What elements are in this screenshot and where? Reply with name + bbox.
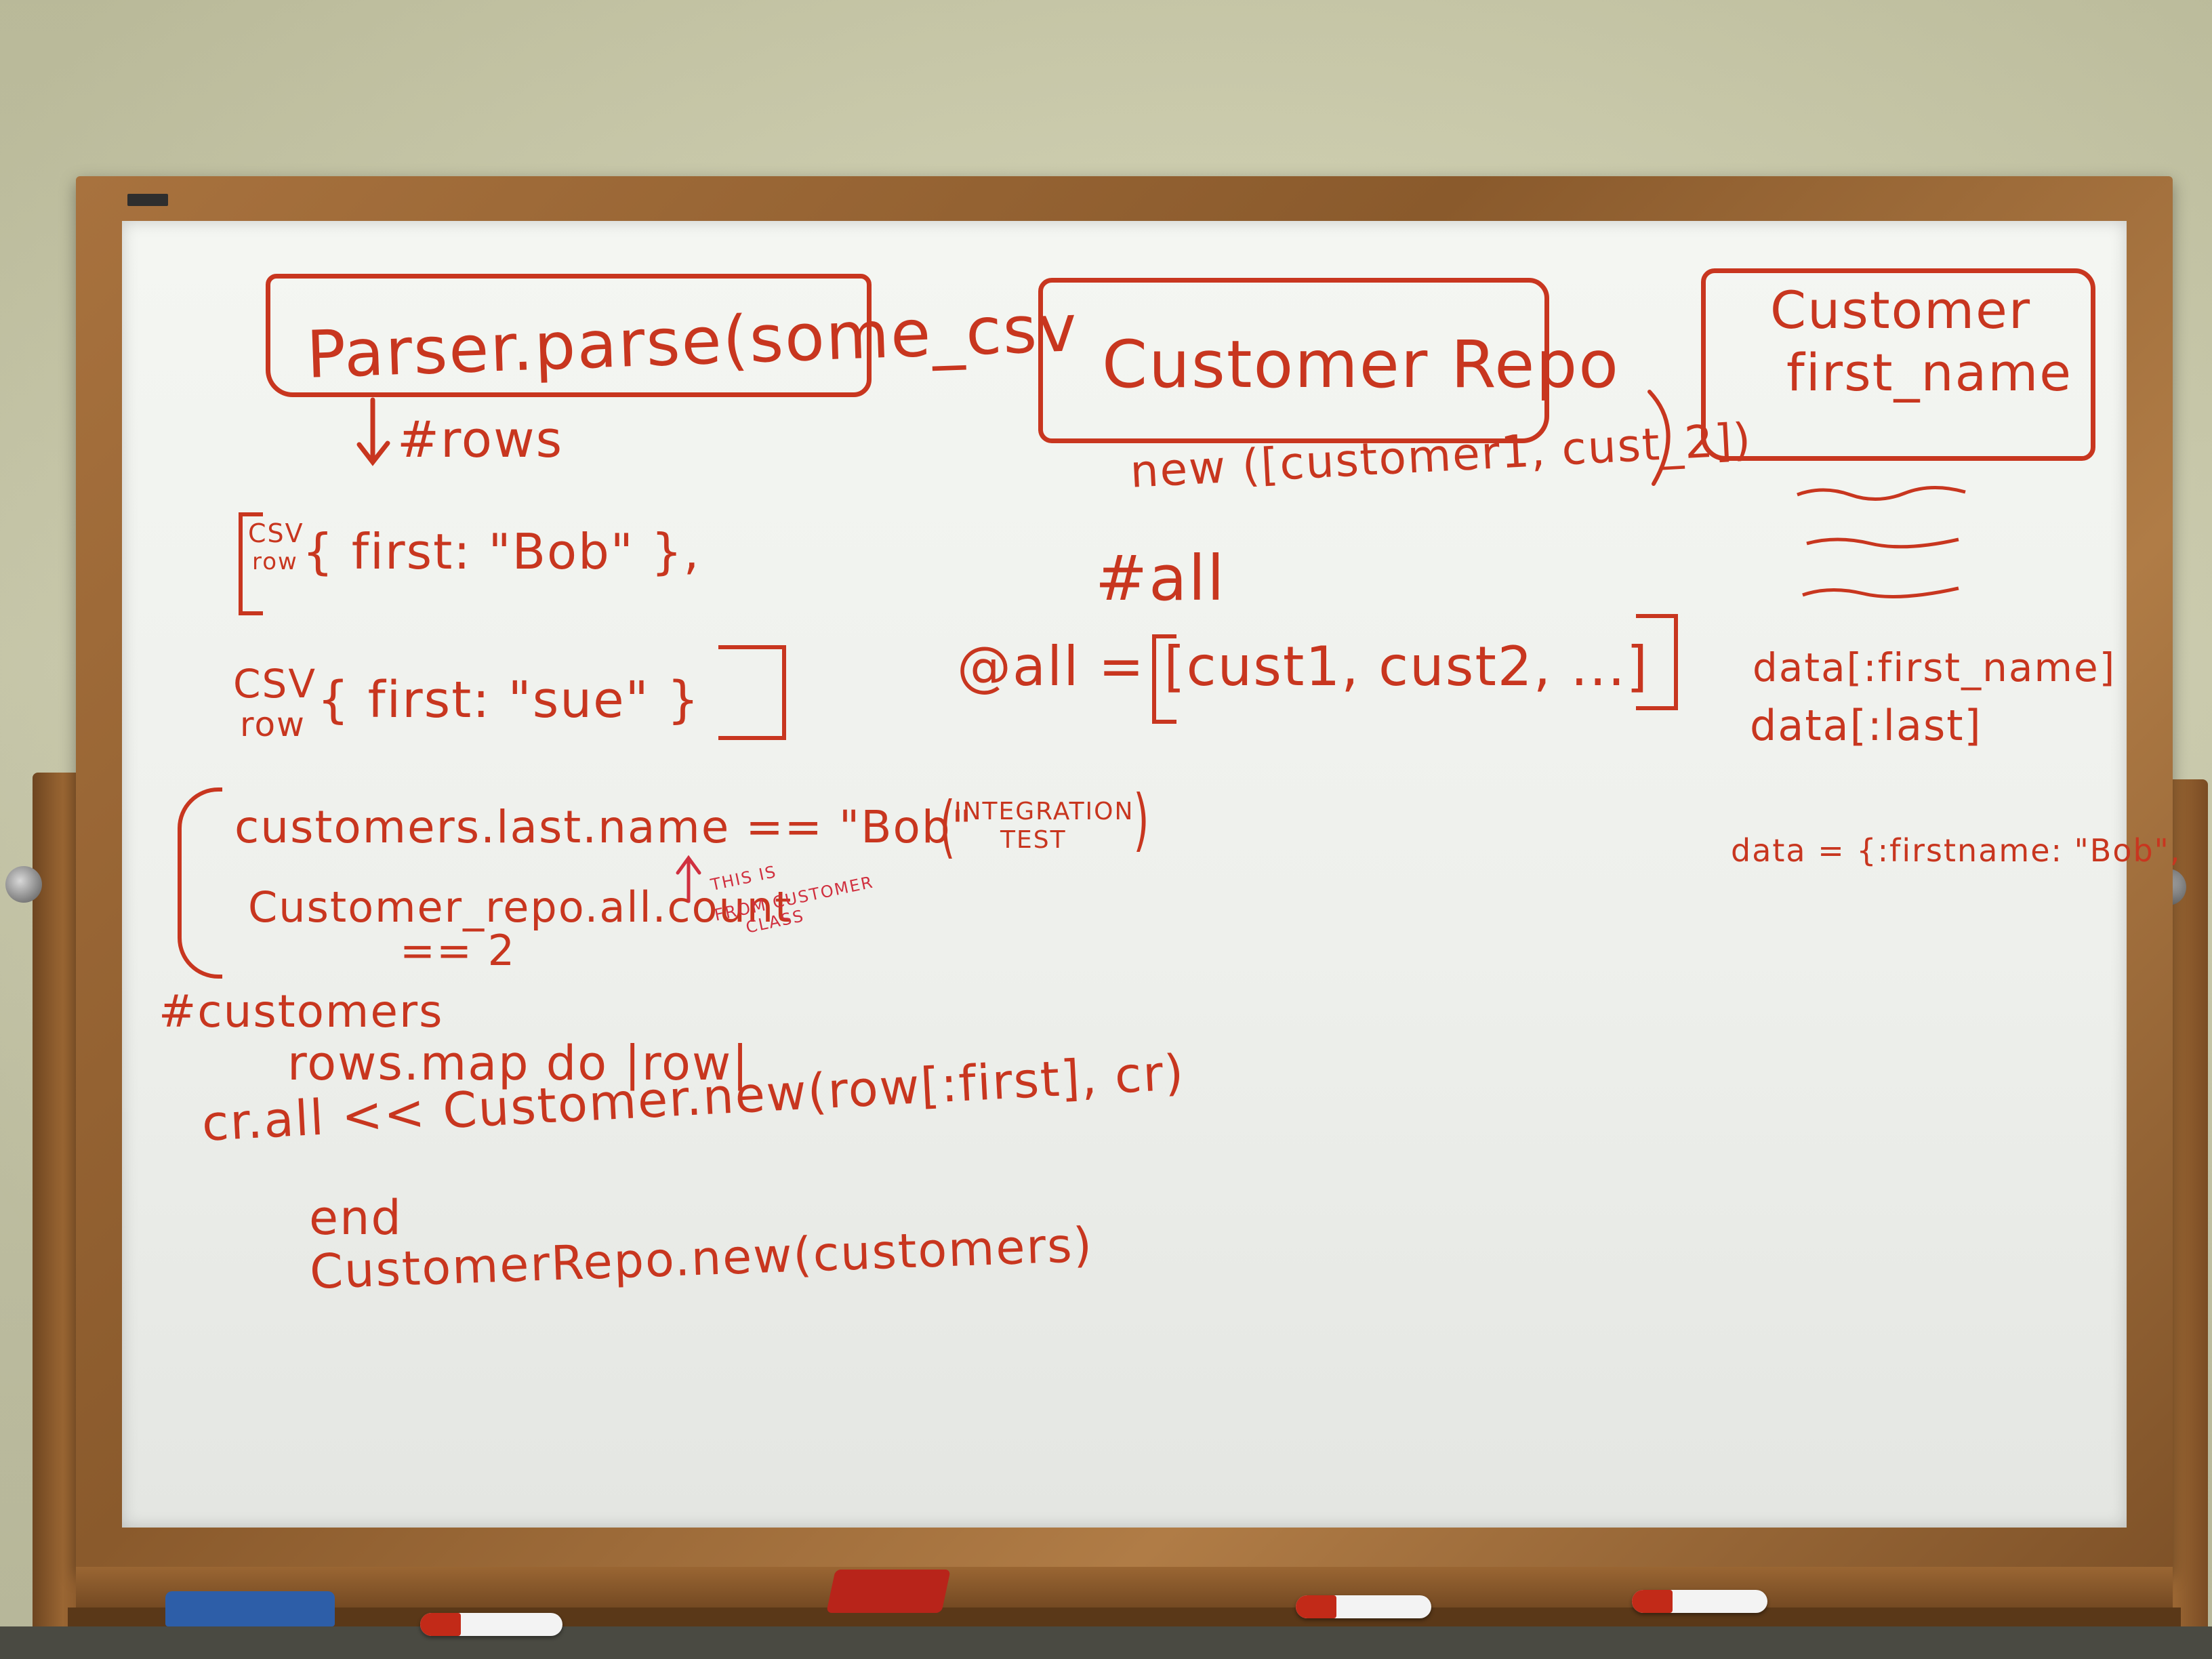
code-line-1: #customers [159, 985, 444, 1038]
data-first-name: data[:first_name] [1753, 644, 2116, 691]
data-hash: data = {:firstname: "Bob", [1731, 832, 2182, 869]
all-bracket-left [1152, 634, 1176, 724]
all-method: #all [1095, 542, 1226, 615]
tray-lip [68, 1607, 2181, 1626]
rows-label: #rows [397, 411, 564, 469]
arrow-down-icon [356, 397, 390, 466]
marker-tray [76, 1567, 2173, 1614]
customer-repo-title: Customer Repo [1102, 327, 1620, 403]
csv-row-tag-1a: CSV [248, 518, 304, 548]
test-line-3: == 2 [400, 926, 516, 975]
marker-middle-cap [1296, 1595, 1336, 1618]
code-line-2: rows.map do |row| [287, 1036, 750, 1091]
eraser[interactable] [165, 1591, 335, 1626]
arrow-up-icon [676, 855, 701, 903]
arrow-return-icon [1647, 390, 1671, 486]
all-assign: @all = [cust1, cust2, ...] [957, 635, 1650, 698]
frame-label-plate [127, 194, 168, 206]
row-sue: { first: "sue" } [317, 671, 701, 729]
integration-label-1: INTEGRATION [954, 798, 1134, 825]
test-line-1: customers.last.name == "Bob" [234, 801, 974, 853]
csv-row-tag-2b: row [240, 705, 306, 744]
rows-bracket-right [718, 645, 786, 740]
code-line-4: end [309, 1190, 403, 1246]
left-bolt [5, 866, 42, 903]
parser-box [266, 274, 872, 397]
marker-left-cap [420, 1613, 461, 1636]
csv-row-tag-1b: row [252, 548, 298, 575]
squiggle-lines [1797, 486, 1966, 598]
test-brace [178, 787, 222, 979]
test-line-2: Customer_repo.all.count [248, 882, 793, 932]
customer-box [1701, 268, 2095, 461]
customer-title-2: first_name [1786, 342, 2073, 403]
marker-right-cap [1632, 1590, 1673, 1613]
data-last: data[:last] [1750, 701, 1982, 750]
integration-paren-close: ) [1133, 780, 1150, 859]
customer-repo-box [1038, 278, 1549, 443]
customer-title-1: Customer [1770, 280, 2032, 340]
integration-paren-open: ( [939, 787, 956, 866]
integration-label-2: TEST [1000, 826, 1067, 854]
rows-bracket-left [239, 512, 263, 615]
csv-row-tag-2a: CSV [233, 661, 316, 707]
floor [0, 1626, 2212, 1659]
row-bob: { first: "Bob" }, [302, 523, 701, 580]
all-bracket-right [1636, 614, 1678, 710]
red-cloth [826, 1570, 951, 1613]
